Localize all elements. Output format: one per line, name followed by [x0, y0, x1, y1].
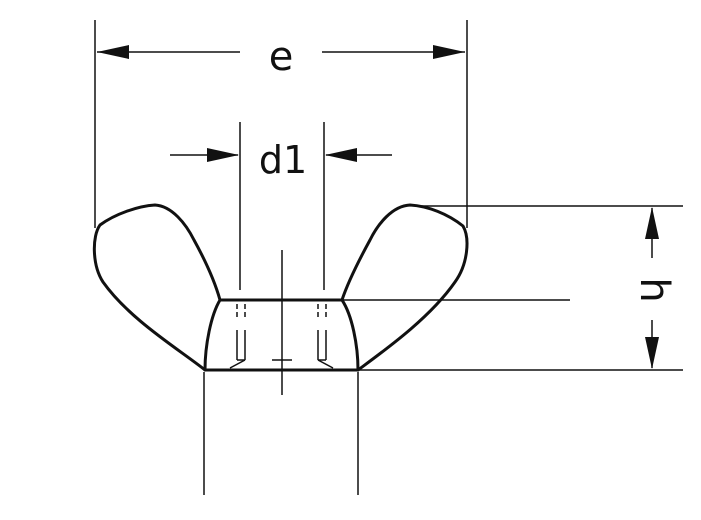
right-wing — [340, 203, 469, 372]
dimension-e — [97, 45, 465, 59]
dimension-d1 — [170, 148, 392, 162]
wing-nut-outline — [92, 203, 469, 372]
thread-hidden-lines — [229, 304, 334, 369]
extension-lines — [94, 20, 683, 495]
dimension-h — [645, 207, 659, 369]
left-wing — [92, 203, 222, 372]
label-d1: d1 — [259, 138, 307, 182]
label-h: h — [631, 277, 677, 302]
label-e: e — [269, 34, 294, 80]
